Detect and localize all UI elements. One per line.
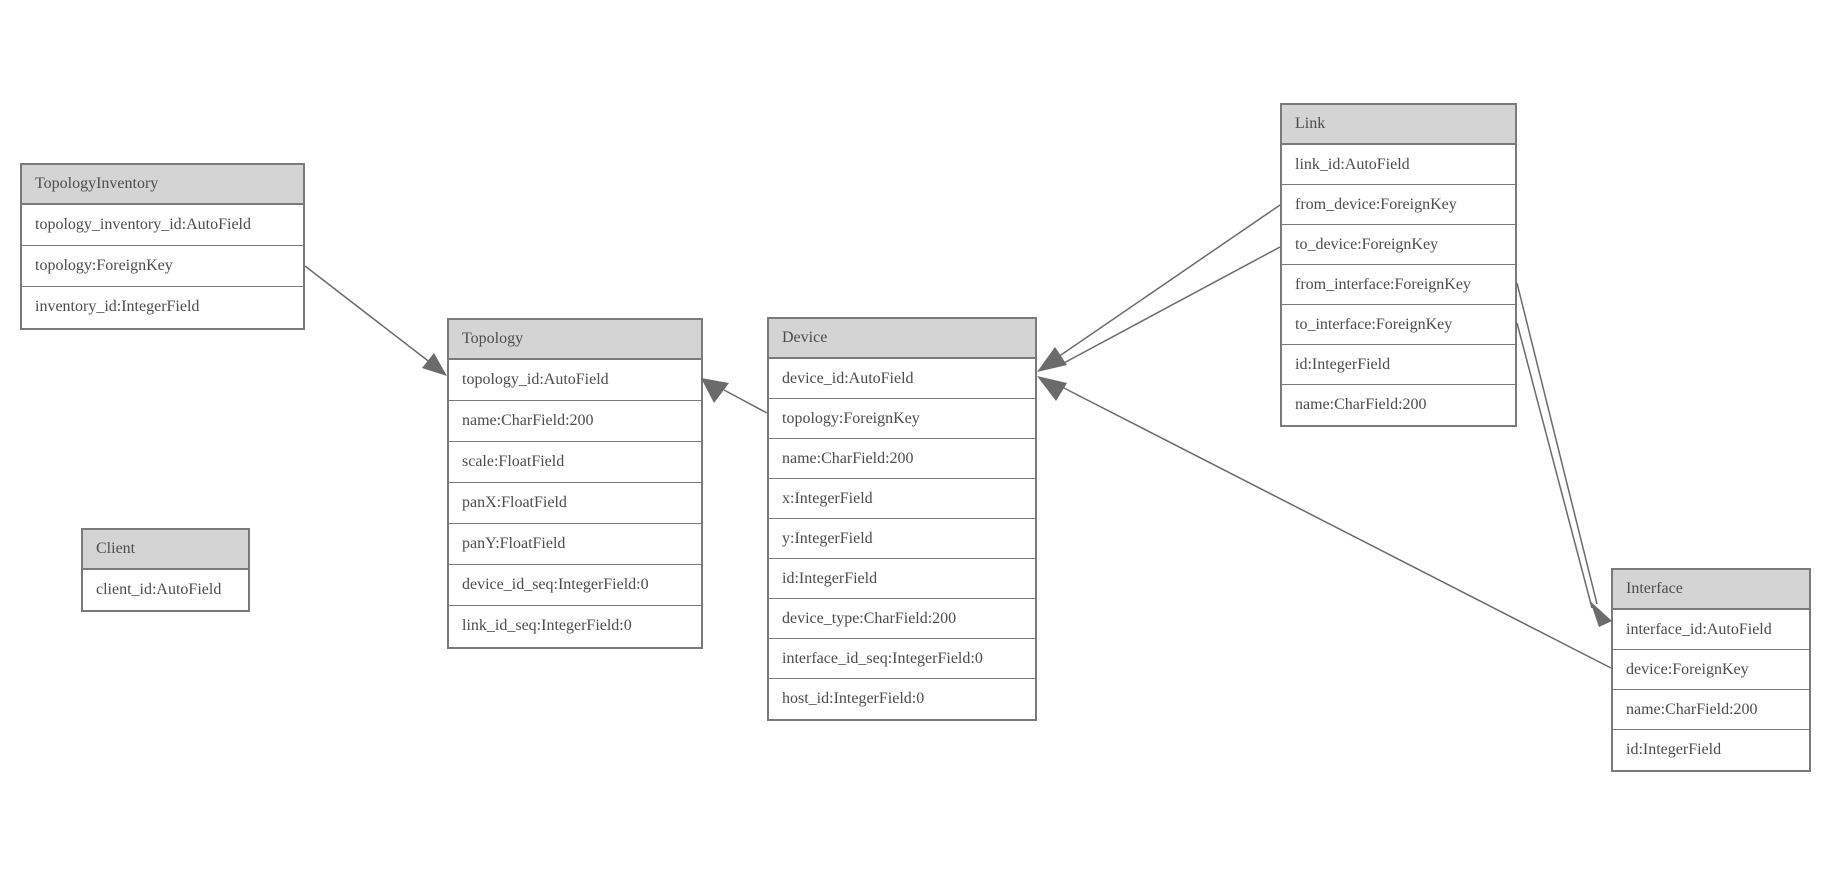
edge-device-topology — [723, 389, 768, 414]
field-row: y:IntegerField — [769, 519, 1035, 559]
edge-interface-device — [1059, 385, 1612, 669]
entity-header: Device — [769, 319, 1035, 359]
field-row: name:CharField:200 — [769, 439, 1035, 479]
entity-client: Client client_id:AutoField — [81, 528, 250, 612]
entity-header: Topology — [449, 320, 701, 360]
field-row: id:IntegerField — [1626, 741, 1722, 758]
field-row: inventory_id:IntegerField — [35, 298, 200, 315]
field-row: device_type:CharField:200 — [769, 599, 1035, 639]
field-row: device_id:AutoField — [769, 359, 1035, 399]
field-row: interface_id:AutoField — [1613, 610, 1809, 650]
entity-header: Link — [1282, 105, 1515, 145]
entity-header: Client — [83, 530, 248, 570]
field-row: to_device:ForeignKey — [1282, 225, 1515, 265]
entity-interface: Interface interface_id:AutoField device:… — [1611, 568, 1811, 772]
field-row: topology_id:AutoField — [449, 360, 701, 401]
field-row: device:ForeignKey — [1613, 650, 1809, 690]
field-row: scale:FloatField — [449, 442, 701, 483]
field-row: link_id_seq:IntegerField:0 — [462, 617, 632, 634]
field-row: id:IntegerField — [769, 559, 1035, 599]
field-row: link_id:AutoField — [1282, 145, 1515, 185]
entity-topology-inventory: TopologyInventory topology_inventory_id:… — [20, 163, 305, 330]
edge-link-fromdevice-device — [1057, 204, 1281, 358]
field-row: interface_id_seq:IntegerField:0 — [769, 639, 1035, 679]
edge-link-frominterface-interface — [1516, 282, 1598, 605]
field-row: id:IntegerField — [1282, 345, 1515, 385]
field-row: panX:FloatField — [449, 483, 701, 524]
field-row: host_id:IntegerField:0 — [782, 690, 925, 707]
field-row: device_id_seq:IntegerField:0 — [449, 565, 701, 606]
edge-topologyinventory-topology — [304, 265, 437, 368]
arrowhead-topology-right — [701, 378, 729, 403]
arrowhead-interface — [1590, 601, 1612, 627]
entity-topology: Topology topology_id:AutoField name:Char… — [447, 318, 703, 649]
entity-header: Interface — [1613, 570, 1809, 610]
edge-link-tointerface-interface — [1516, 322, 1593, 609]
arrowhead-device-lower — [1037, 376, 1067, 401]
field-row: client_id:AutoField — [96, 581, 222, 598]
field-row: name:CharField:200 — [449, 401, 701, 442]
field-row: from_interface:ForeignKey — [1282, 265, 1515, 305]
field-row: topology_inventory_id:AutoField — [22, 205, 303, 246]
edge-link-todevice-device — [1061, 246, 1281, 365]
arrowhead-device-upper — [1037, 347, 1067, 372]
field-row: panY:FloatField — [449, 524, 701, 565]
entity-device: Device device_id:AutoField topology:Fore… — [767, 317, 1037, 721]
field-row: from_device:ForeignKey — [1282, 185, 1515, 225]
entity-link: Link link_id:AutoField from_device:Forei… — [1280, 103, 1517, 427]
field-row: topology:ForeignKey — [22, 246, 303, 287]
field-row: topology:ForeignKey — [769, 399, 1035, 439]
arrowhead-topology-left — [422, 353, 447, 376]
field-row: name:CharField:200 — [1295, 396, 1427, 413]
field-row: name:CharField:200 — [1613, 690, 1809, 730]
entity-header: TopologyInventory — [22, 165, 303, 205]
field-row: x:IntegerField — [769, 479, 1035, 519]
field-row: to_interface:ForeignKey — [1282, 305, 1515, 345]
